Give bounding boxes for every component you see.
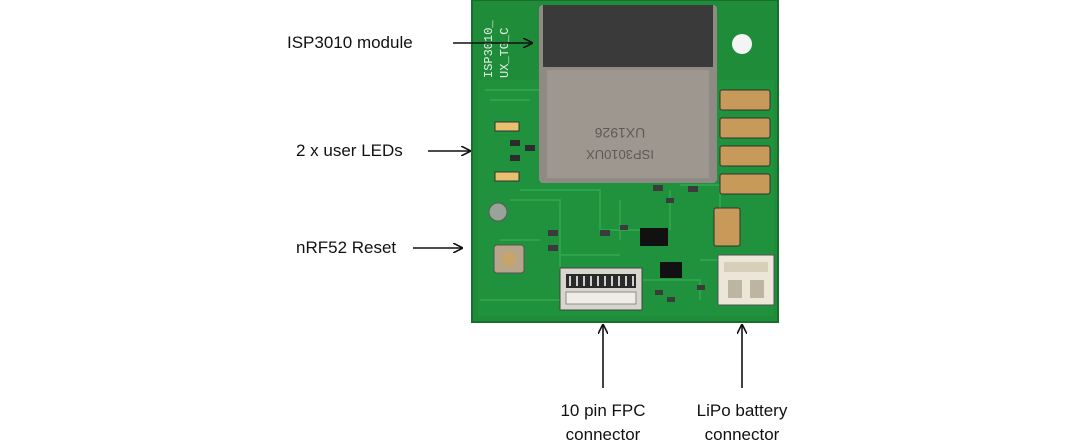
- label-fpc-line1: 10 pin FPC: [560, 401, 646, 420]
- ic-chip-2: [660, 262, 682, 278]
- silkscreen-line-1: ISP3010_: [482, 20, 496, 78]
- small-components: [548, 185, 705, 302]
- battery-connector: [717, 254, 775, 306]
- isp3010-module: [539, 5, 717, 183]
- label-battery-line1: LiPo battery: [696, 401, 788, 420]
- white-dot: [732, 34, 752, 54]
- reset-button: [493, 244, 525, 274]
- right-capacitors: [713, 89, 771, 247]
- label-user-leds: 2 x user LEDs: [296, 141, 403, 160]
- mounting-hole: [488, 202, 508, 222]
- user-leds: [494, 121, 535, 182]
- ic-chip-1: [640, 228, 668, 246]
- chip-marking: UX1926: [594, 125, 645, 141]
- label-battery-line2: connector: [704, 425, 780, 444]
- label-nrf52-reset: nRF52 Reset: [296, 238, 397, 257]
- label-fpc-line2: connector: [565, 425, 641, 444]
- label-isp3010-module: ISP3010 module: [287, 33, 413, 52]
- chip-marking-2: ISP3010UX: [586, 147, 654, 162]
- fpc-connector: [559, 267, 643, 311]
- callout-arrows: [413, 43, 742, 388]
- silkscreen-line-2: UX_TG_C: [498, 28, 512, 78]
